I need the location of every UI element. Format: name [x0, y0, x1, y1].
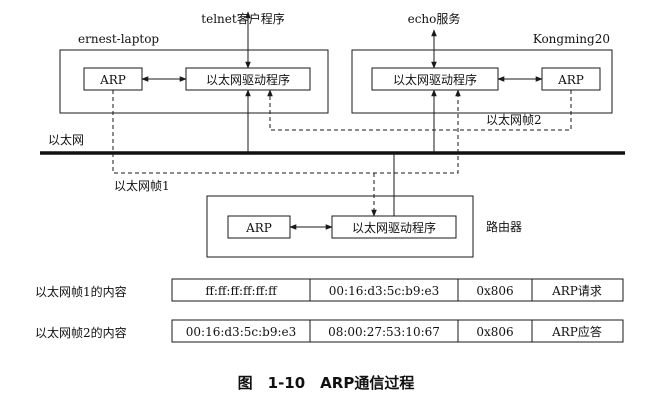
ethernet-label: 以太网 — [48, 132, 84, 147]
frame2-label: 以太网帧2 — [486, 112, 542, 127]
frame1-broadcast-path — [112, 90, 459, 174]
figure-caption: 图 1-10 ARP通信过程 — [238, 374, 415, 392]
left-driver-label: 以太网驱动程序 — [206, 72, 290, 87]
right-arp-label: ARP — [557, 73, 584, 87]
frame2-reply-path — [267, 89, 572, 131]
frame1-table-label: 以太网帧1的内容 — [35, 284, 127, 299]
frame2-payload: ARP应答 — [551, 324, 602, 339]
frame2-src-mac: 08:00:27:53:10:67 — [328, 325, 440, 339]
router-driver-label: 以太网驱动程序 — [352, 220, 436, 235]
echo-service-label: echo服务 — [408, 11, 461, 26]
frame1-dest-mac: ff:ff:ff:ff:ff:ff — [205, 284, 278, 298]
left-arp-label: ARP — [99, 73, 126, 87]
right-driver-label: 以太网驱动程序 — [393, 72, 477, 87]
frame1-type: 0x806 — [476, 284, 513, 298]
frame1-table — [171, 278, 624, 302]
frame2-dest-mac: 00:16:d3:5c:b9:e3 — [186, 325, 296, 339]
frame2-type: 0x806 — [476, 325, 513, 339]
telnet-client-label: telnet客户程序 — [201, 11, 284, 26]
frame1-payload: ARP请求 — [551, 284, 602, 298]
frame2-table-label: 以太网帧2的内容 — [35, 325, 127, 340]
frame2-table — [171, 319, 624, 343]
router-label: 路由器 — [486, 219, 522, 234]
frame1-label: 以太网帧1 — [114, 178, 170, 193]
router-arp-label: ARP — [245, 221, 272, 235]
host-name-ernest-laptop: ernest-laptop — [78, 32, 159, 46]
frame1-src-mac: 00:16:d3:5c:b9:e3 — [329, 284, 439, 298]
host-name-kongming20: Kongming20 — [533, 32, 610, 46]
